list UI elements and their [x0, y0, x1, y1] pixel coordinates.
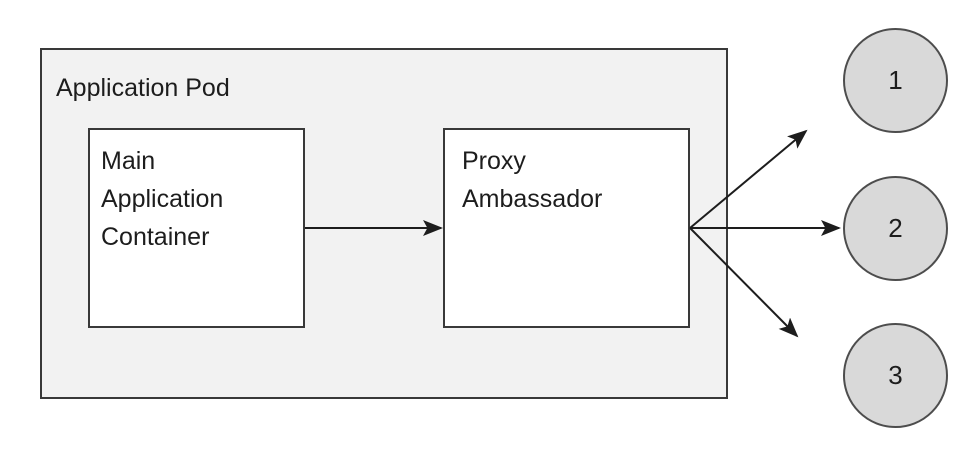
endpoint-circle-3[interactable]: 3: [843, 323, 948, 428]
proxy-ambassador-label: Proxy Ambassador: [462, 147, 603, 213]
endpoint-circle-3-label: 3: [888, 360, 903, 390]
application-pod-label: Application Pod: [56, 74, 230, 102]
endpoint-circle-1[interactable]: 1: [843, 28, 948, 133]
endpoint-circle-2[interactable]: 2: [843, 176, 948, 281]
endpoint-circle-2-label: 2: [888, 213, 903, 243]
main-application-container-box[interactable]: Main Application Container: [88, 128, 305, 328]
endpoint-circle-1-label: 1: [888, 65, 903, 95]
main-application-container-label: Main Application Container: [101, 147, 224, 251]
proxy-ambassador-box[interactable]: Proxy Ambassador: [443, 128, 690, 328]
